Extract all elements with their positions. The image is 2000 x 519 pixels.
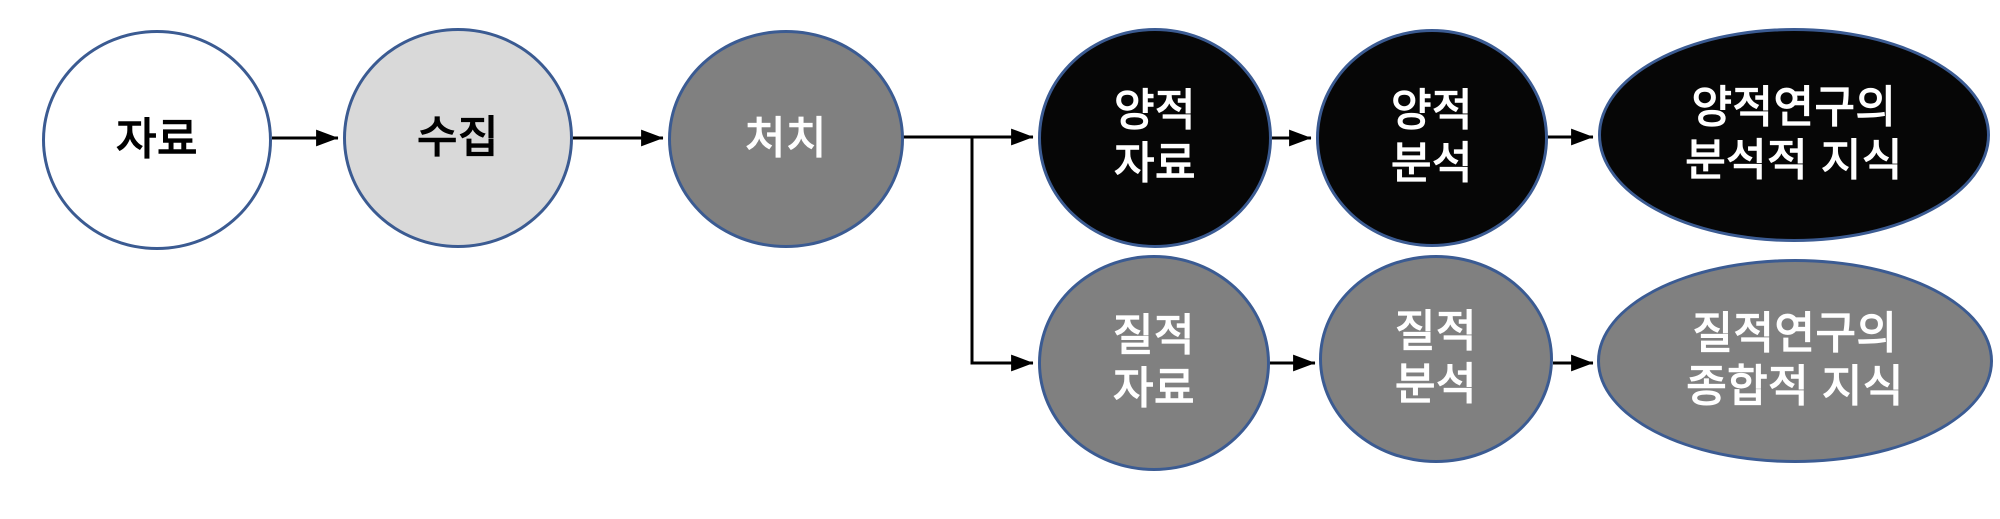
node-label: 처치 [745, 113, 827, 163]
edge-group [272, 128, 1594, 372]
node-label: 종합적 지식 [1686, 362, 1904, 411]
flow-node-treatment: 처치 [668, 30, 904, 248]
node-label: 양적연구의 [1691, 83, 1897, 133]
node-label: 자료 [1113, 364, 1195, 413]
node-label: 분석 [1391, 139, 1473, 188]
edge-branch-to-qualitative-data [970, 137, 1034, 372]
node-label: 분석 [1395, 360, 1477, 409]
node-label: 질적 [1113, 311, 1195, 361]
node-label: 수집 [417, 112, 499, 162]
node-label: 분석적 지식 [1685, 136, 1903, 185]
flow-node-data: 자료 [42, 30, 272, 250]
flow-node-collection: 수집 [343, 28, 573, 248]
node-label: 자료 [116, 114, 198, 164]
node-label: 양적 [1391, 86, 1473, 136]
node-label: 질적 [1395, 307, 1477, 357]
node-label: 양적 [1114, 86, 1196, 136]
node-label: 질적연구의 [1692, 309, 1898, 359]
node-label: 자료 [1114, 139, 1196, 188]
